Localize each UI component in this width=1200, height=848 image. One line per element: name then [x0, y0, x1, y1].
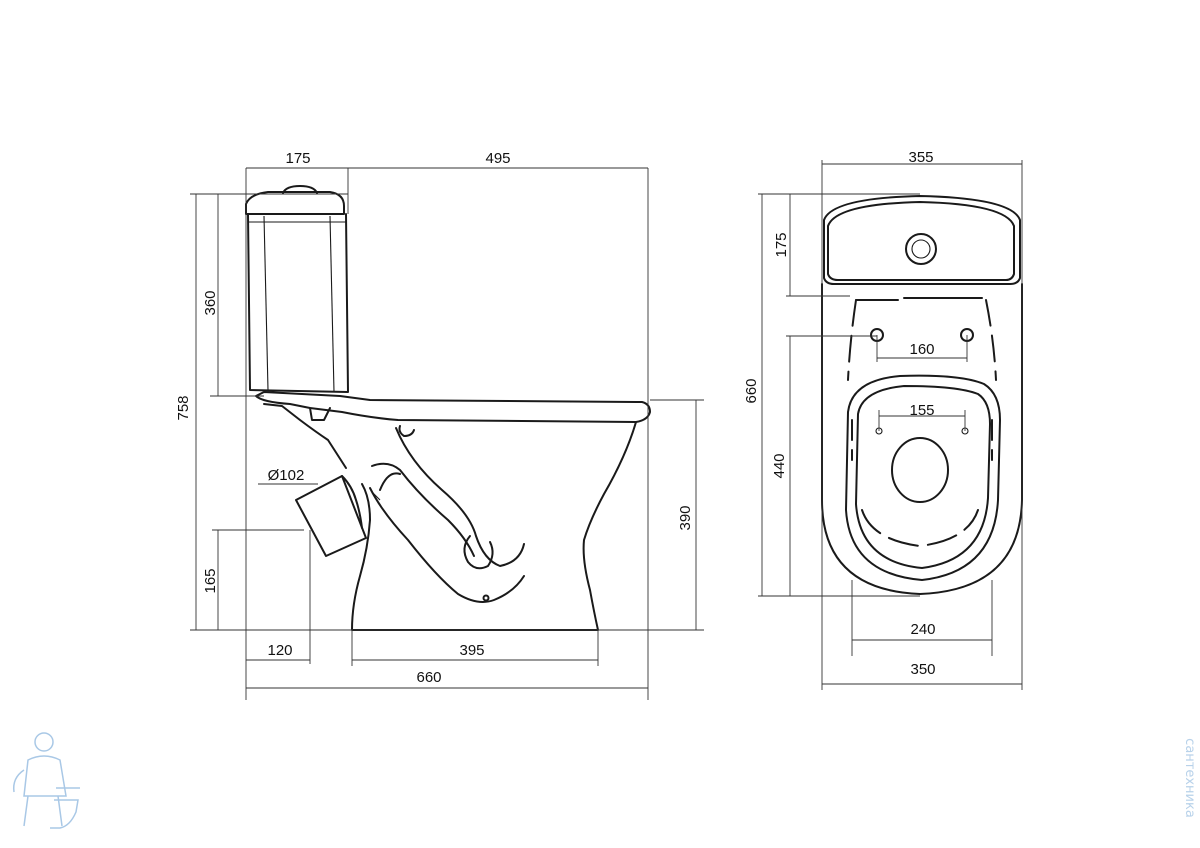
cistern-tank: [245, 185, 349, 393]
dim-tank-height: 360: [202, 290, 219, 315]
toilet-bowl: [255, 391, 651, 631]
tank-top: [823, 195, 1021, 285]
dim-top-tank-depth: 175: [773, 232, 790, 257]
top-dimension-labels: 355 175 660 160 155 440 240 350: [743, 149, 936, 678]
bowl-top: [821, 283, 1023, 595]
dim-seat-height: 390: [677, 505, 694, 530]
dim-tank-width: 355: [908, 149, 933, 166]
dim-hole-spacing-tank: 160: [909, 341, 934, 358]
side-dimensions: [190, 167, 704, 700]
dim-total-height: 758: [175, 395, 192, 420]
plumber-mascot-icon: [12, 732, 80, 829]
watermark-text: сантехника: [1182, 738, 1197, 818]
dim-bowl-width: 350: [910, 661, 935, 678]
side-view: 175 495 360 758 Ø102 165 390 120 395 660: [175, 150, 704, 700]
dim-base-length: 395: [459, 642, 484, 659]
dim-outlet-height: 165: [202, 568, 219, 593]
dim-top-total-length: 660: [743, 378, 760, 403]
dim-hole-spacing-seat: 155: [909, 402, 934, 419]
top-dimensions: [758, 160, 1023, 690]
dim-bowl-length: 440: [771, 453, 788, 478]
dim-inner-width: 240: [910, 621, 935, 638]
dim-outlet-diameter: Ø102: [268, 467, 305, 484]
dim-total-length: 660: [416, 669, 441, 686]
side-dimension-labels: 175 495 360 758 Ø102 165 390 120 395 660: [175, 150, 694, 686]
dim-outlet-setback: 120: [267, 642, 292, 659]
dim-bowl-projection: 495: [485, 150, 510, 167]
dim-tank-depth: 175: [285, 150, 310, 167]
top-view: 355 175 660 160 155 440 240 350: [743, 149, 1023, 690]
